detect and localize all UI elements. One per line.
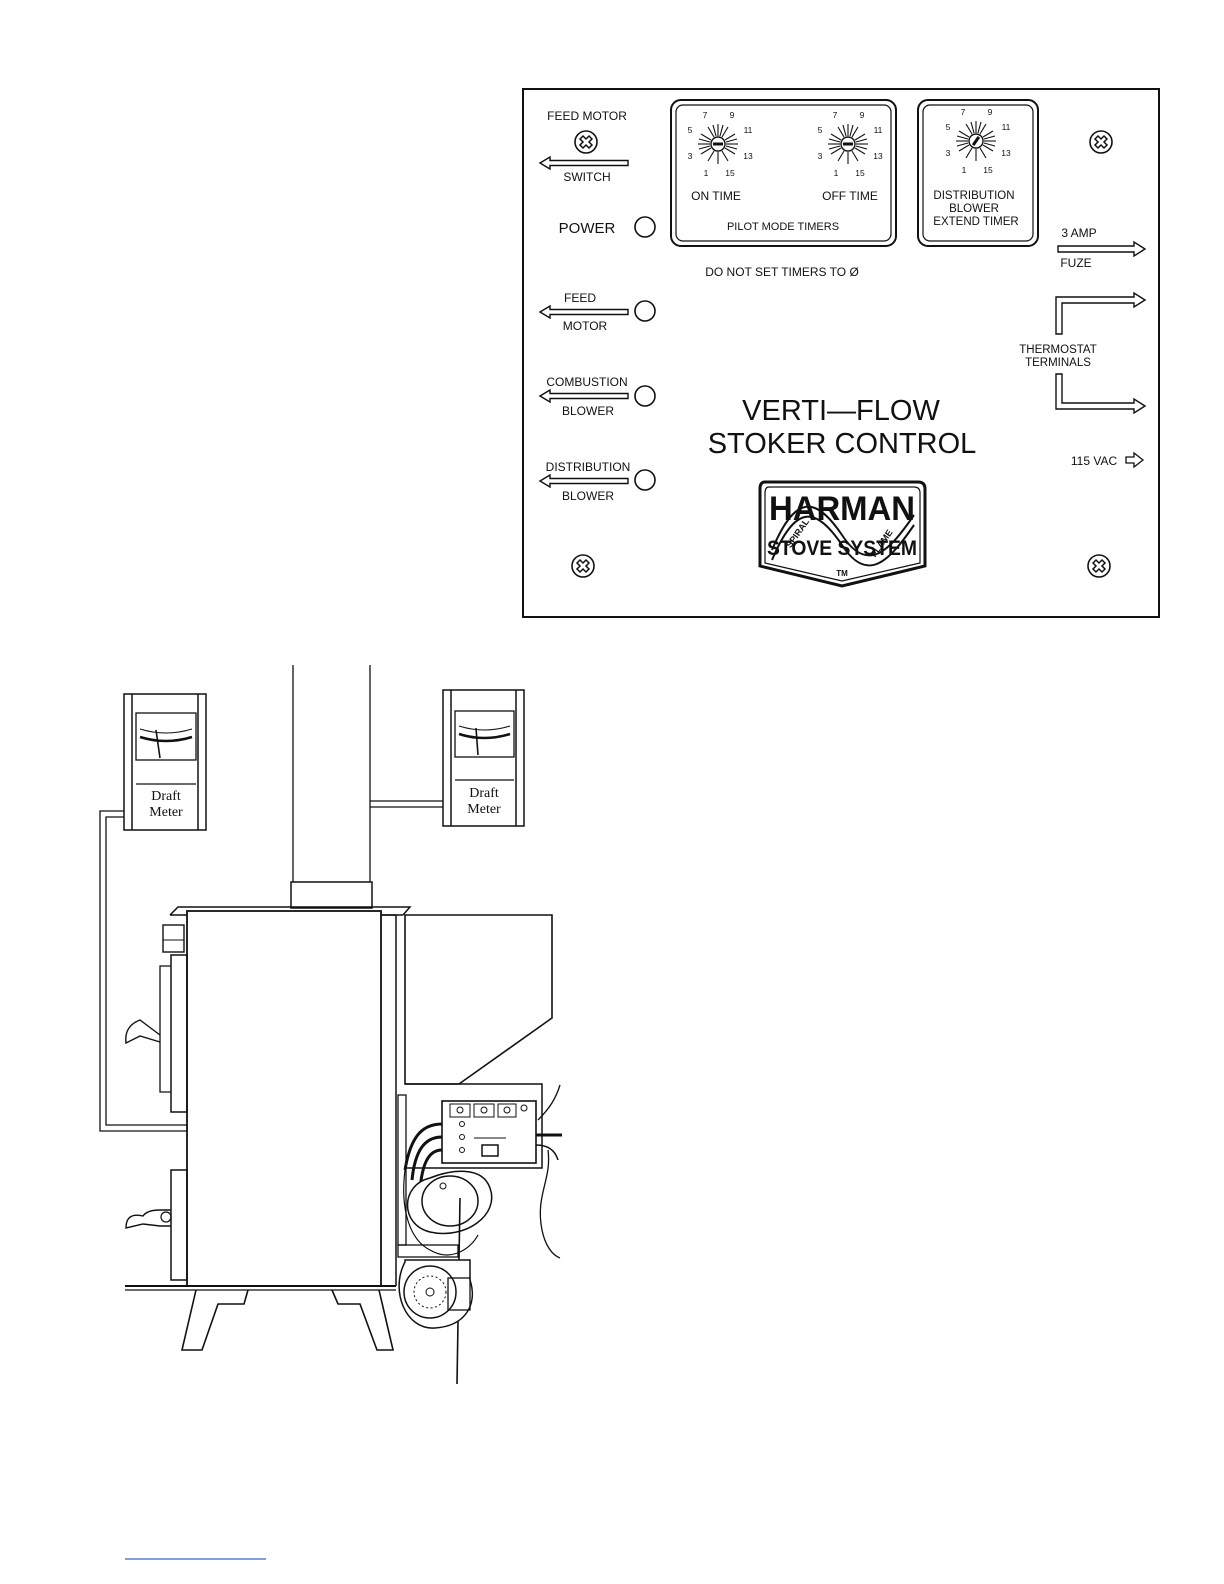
left-meter-label-1: Draft — [151, 789, 181, 804]
distribution-label: DISTRIBUTION — [546, 460, 631, 474]
combustion-blower-indicator-light — [634, 385, 656, 407]
svg-text:15: 15 — [983, 165, 993, 175]
svg-text:11: 11 — [1002, 122, 1011, 132]
svg-text:13: 13 — [873, 151, 883, 161]
off-time-label: OFF TIME — [822, 189, 878, 203]
svg-text:13: 13 — [743, 151, 753, 161]
logo-brand-text: HARMAN — [769, 490, 915, 528]
fuze-label: FUZE — [1060, 256, 1091, 270]
combustion-blower-arrow-icon — [539, 389, 629, 403]
feed-motor-switch-screw-icon — [574, 130, 598, 154]
svg-text:11: 11 — [874, 125, 883, 135]
thermostat-upper-arrow-icon — [1055, 291, 1147, 335]
svg-text:5: 5 — [688, 125, 693, 135]
on-time-dial[interactable]: 7 9 5 11 3 13 1 15 — [688, 110, 753, 178]
distribution-timer-label-3: EXTEND TIMER — [933, 216, 1018, 228]
right-meter-label-2: Meter — [467, 802, 501, 817]
mini-control-panel — [441, 1100, 537, 1164]
motor-label: MOTOR — [563, 319, 608, 333]
distribution-blower-indicator-light — [634, 469, 656, 491]
left-meter-label-2: Meter — [149, 805, 183, 820]
svg-text:7: 7 — [833, 110, 838, 120]
feed-motor-label: FEED MOTOR — [547, 109, 627, 123]
feed-motor-arrow-icon — [539, 305, 629, 319]
feed-motor-switch-arrow-icon — [539, 156, 629, 170]
off-time-dial[interactable]: 7 9 5 11 3 13 1 15 — [818, 110, 883, 178]
on-time-label: ON TIME — [691, 189, 741, 203]
combustion-blower-label: BLOWER — [562, 404, 614, 418]
combustion-label: COMBUSTION — [546, 375, 627, 389]
distribution-timer-label-1: DISTRIBUTION — [933, 190, 1014, 202]
bottom-right-screw-icon — [1087, 554, 1111, 578]
thermostat-label-1: THERMOSTAT — [1019, 344, 1097, 356]
svg-text:9: 9 — [988, 107, 993, 117]
panel-title-line-2: STOKER CONTROL — [708, 428, 977, 460]
svg-text:5: 5 — [946, 122, 951, 132]
svg-text:3: 3 — [818, 151, 823, 161]
stove-body — [186, 910, 382, 1287]
right-meter-label-1: Draft — [469, 786, 499, 801]
distribution-blower-label: BLOWER — [562, 489, 614, 503]
stoker-control-panel: FEED MOTOR SWITCH POWER FEED MOTOR COMBU… — [522, 88, 1160, 618]
svg-text:9: 9 — [730, 110, 735, 120]
power-label: POWER — [559, 220, 616, 237]
svg-text:1: 1 — [962, 165, 967, 175]
top-right-screw-icon — [1089, 130, 1113, 154]
logo-tm-text: TM — [836, 569, 848, 578]
vac-label: 115 VAC — [1071, 454, 1118, 468]
pilot-mode-timers-label: PILOT MODE TIMERS — [727, 221, 839, 233]
thermostat-label-2: TERMINALS — [1025, 357, 1091, 369]
fuze-arrow-icon — [1057, 240, 1147, 258]
bottom-left-screw-icon — [571, 554, 595, 578]
three-amp-label: 3 AMP — [1061, 226, 1096, 240]
power-indicator-light — [634, 216, 656, 238]
panel-border — [522, 88, 1160, 618]
panel-title-line-1: VERTI—FLOW — [742, 395, 940, 427]
stove-illustration: Draft Meter Draft Meter — [99, 665, 562, 1385]
svg-text:1: 1 — [704, 168, 709, 178]
distribution-timer-label-2: BLOWER — [949, 203, 999, 215]
coal-hopper — [404, 914, 553, 1085]
svg-text:11: 11 — [744, 125, 753, 135]
svg-text:9: 9 — [860, 110, 865, 120]
distribution-blower — [397, 1244, 474, 1329]
harman-logo: HARMAN STOVE SYSTEM SPIRAL FLAME TM — [758, 480, 927, 588]
thermostat-lower-arrow-icon — [1055, 373, 1147, 415]
distribution-timer-box — [917, 99, 1039, 247]
svg-text:3: 3 — [688, 151, 693, 161]
svg-text:7: 7 — [703, 110, 708, 120]
switch-label: SWITCH — [563, 170, 610, 184]
logo-system-text: STOVE SYSTEM — [767, 537, 917, 560]
flue-collar — [290, 881, 373, 909]
vac-arrow-icon — [1125, 451, 1145, 469]
svg-text:5: 5 — [818, 125, 823, 135]
svg-text:7: 7 — [961, 107, 966, 117]
svg-text:1: 1 — [834, 168, 839, 178]
svg-text:13: 13 — [1001, 148, 1011, 158]
svg-text:3: 3 — [946, 148, 951, 158]
feed-motor-indicator-light — [634, 300, 656, 322]
left-draft-meter: Draft Meter — [123, 693, 207, 831]
feed-label: FEED — [564, 291, 596, 305]
timer-warning-text: DO NOT SET TIMERS TO Ø — [705, 265, 859, 279]
svg-text:15: 15 — [725, 168, 735, 178]
right-draft-meter: Draft Meter — [442, 689, 525, 827]
distribution-blower-arrow-icon — [539, 474, 629, 488]
distribution-extend-timer-dial[interactable]: 7 9 5 11 3 13 1 15 — [946, 107, 1011, 175]
svg-text:15: 15 — [855, 168, 865, 178]
pilot-mode-timers-box — [670, 99, 897, 247]
